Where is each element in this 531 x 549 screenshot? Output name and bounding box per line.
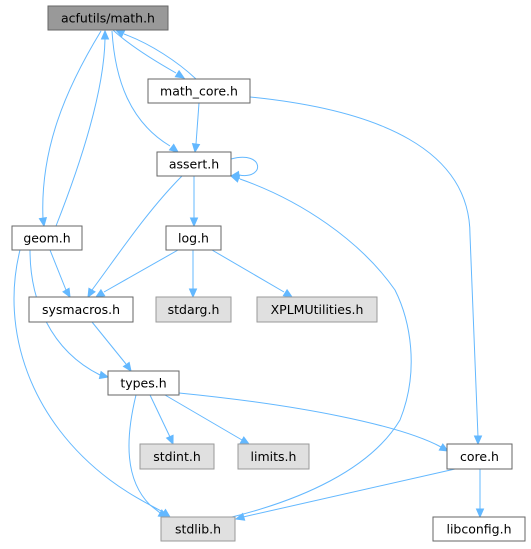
edge-arrowhead <box>191 143 201 154</box>
node-label: math_core.h <box>160 84 238 99</box>
edge-log-to-xplm <box>211 249 294 298</box>
edge-arrowhead <box>239 436 251 445</box>
node-limits[interactable]: limits.h <box>237 443 310 470</box>
node-label: libconfig.h <box>446 522 511 537</box>
node-label: sysmacros.h <box>42 302 120 317</box>
edge-line <box>128 394 161 514</box>
edge-line <box>13 249 164 513</box>
edge-arrowhead <box>473 435 483 446</box>
node-label: stdlib.h <box>175 522 221 537</box>
edge-arrowhead <box>98 370 110 380</box>
node-log[interactable]: log.h <box>165 225 222 251</box>
edge-line <box>112 29 177 74</box>
edges-layer <box>13 29 485 521</box>
edge-line <box>91 175 183 291</box>
node-label: types.h <box>120 376 166 391</box>
edge-line <box>211 249 285 293</box>
edge-types-to-limits <box>164 394 251 445</box>
edge-arrowhead <box>38 216 48 228</box>
edge-line <box>111 30 171 147</box>
edge-arrowhead <box>188 288 198 299</box>
edge-arrowhead <box>100 29 110 40</box>
node-label: acfutils/math.h <box>61 11 155 26</box>
edge-line <box>164 394 243 441</box>
node-xplm-utilities[interactable]: XPLMUtilities.h <box>256 296 378 323</box>
edge-math_core-to-core <box>249 96 483 446</box>
node-label: geom.h <box>23 231 70 246</box>
node-acfutils-math[interactable]: acfutils/math.h <box>47 5 169 31</box>
edge-core-to-stdlib <box>234 468 456 521</box>
node-label: XPLMUtilities.h <box>271 302 364 317</box>
node-label: stdint.h <box>153 449 201 464</box>
edge-arrowhead <box>87 287 96 299</box>
edge-line <box>49 249 67 291</box>
node-types[interactable]: types.h <box>107 370 180 396</box>
edge-line <box>230 156 258 177</box>
edge-line <box>242 468 456 518</box>
edge-arrowhead <box>62 287 71 299</box>
edge-arrowhead <box>438 443 450 452</box>
node-math-core[interactable]: math_core.h <box>147 78 251 104</box>
node-sysmacros[interactable]: sysmacros.h <box>28 296 134 323</box>
edge-geom-to-sysmacros <box>49 249 71 299</box>
edge-arrowhead <box>475 508 485 519</box>
edge-line <box>91 321 127 365</box>
node-geom[interactable]: geom.h <box>11 225 83 251</box>
edge-arrowhead <box>94 288 106 298</box>
edge-core-to-libconfig <box>475 469 485 519</box>
edge-log-to-stdarg <box>188 250 198 299</box>
node-libconfig[interactable]: libconfig.h <box>432 516 526 542</box>
edge-log-to-sysmacros <box>94 249 179 298</box>
node-label: log.h <box>178 231 209 246</box>
edge-arrowhead <box>165 434 174 446</box>
edge-line <box>149 394 171 438</box>
edge-arrowhead <box>229 174 241 183</box>
node-label: assert.h <box>169 157 219 172</box>
edge-acfutils_math-to-assert <box>111 30 179 153</box>
edge-arrowhead <box>174 69 186 79</box>
edge-arrowhead <box>234 512 246 521</box>
node-stdlib[interactable]: stdlib.h <box>160 516 236 542</box>
node-core[interactable]: core.h <box>446 443 513 470</box>
nodes-layer: acfutils/math.h math_core.h assert.h geo… <box>11 5 526 542</box>
node-label: core.h <box>460 449 499 464</box>
edge-line <box>178 392 442 448</box>
edge-line <box>55 38 106 227</box>
edge-line <box>231 178 412 518</box>
node-stdint[interactable]: stdint.h <box>139 443 215 470</box>
edge-stdlib-to-assert <box>229 174 412 518</box>
edge-geom-to-acfutils_math <box>55 29 110 227</box>
edge-math_core-to-acfutils_math <box>114 29 197 80</box>
edge-arrowhead <box>189 217 199 228</box>
node-label: limits.h <box>251 449 297 464</box>
edge-line <box>123 33 197 80</box>
edge-assert-to-sysmacros <box>87 175 183 299</box>
node-stdarg[interactable]: stdarg.h <box>155 296 232 323</box>
node-label: stdarg.h <box>168 302 220 317</box>
edge-arrowhead <box>122 361 132 373</box>
edge-line <box>195 102 200 145</box>
edge-acfutils_math-to-math_core <box>112 29 186 79</box>
edge-types-to-stdint <box>149 394 174 446</box>
edge-assert-to-log <box>189 176 199 228</box>
edge-line <box>249 96 479 438</box>
edge-line <box>103 249 179 293</box>
edge-arrowhead <box>282 288 294 298</box>
node-assert[interactable]: assert.h <box>156 151 232 177</box>
edge-acfutils_math-to-geom <box>38 30 102 228</box>
edge-math_core-to-assert <box>191 102 201 154</box>
edge-sysmacros-to-types <box>91 321 132 373</box>
edge-types-to-core <box>178 392 450 452</box>
edge-line <box>42 30 102 220</box>
edge-arrowhead <box>168 143 179 153</box>
